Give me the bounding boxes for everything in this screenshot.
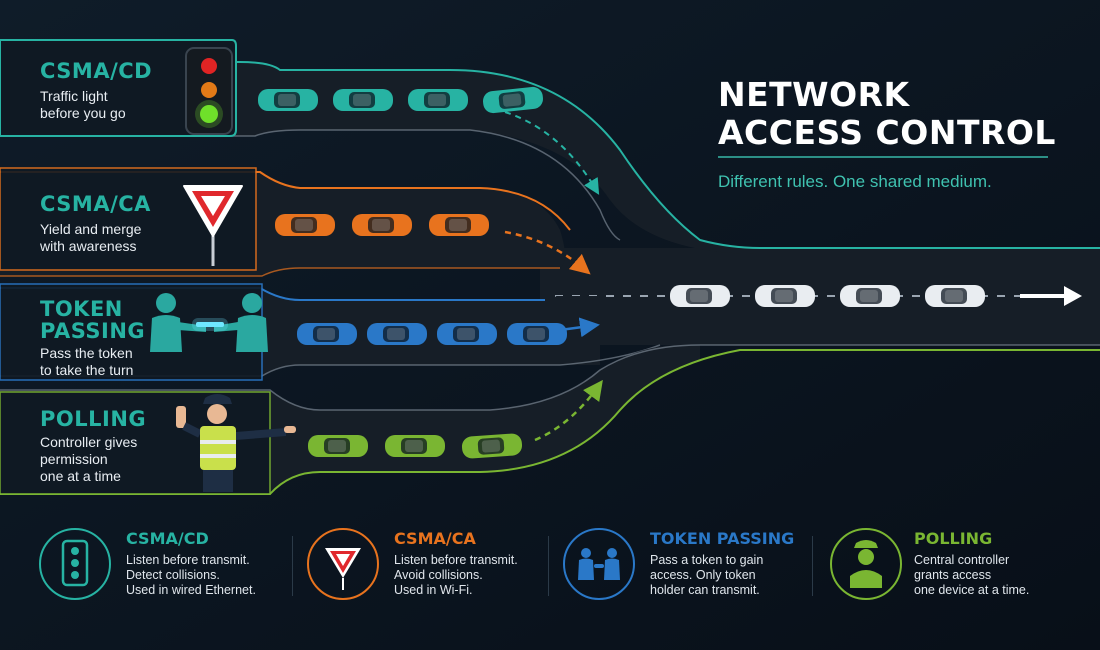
traffic-light-icon bbox=[185, 47, 233, 135]
arrow-csma-cd bbox=[504, 111, 600, 195]
page-subtitle: Different rules. One shared medium. bbox=[718, 172, 992, 191]
lane-description: Controller gives permission one at a tim… bbox=[40, 434, 138, 484]
lane-description: Traffic light before you go bbox=[40, 88, 126, 121]
traffic-controller-icon bbox=[176, 394, 296, 492]
legend-item-csma-ca: CSMA/CA Listen before transmit. Avoid co… bbox=[394, 530, 554, 600]
lane-label-csma-cd: CSMA/CD Traffic light before you go bbox=[40, 60, 152, 122]
legend-heading: CSMA/CA bbox=[394, 529, 476, 548]
lane-label-token-passing: TOKEN PASSING Pass the token to take the… bbox=[40, 298, 145, 379]
legend-item-csma-cd: CSMA/CD Listen before transmit. Detect c… bbox=[126, 530, 286, 600]
lane-border-csma-cd bbox=[0, 61, 1100, 249]
token-passing-icon bbox=[150, 293, 268, 352]
car-token-passing bbox=[437, 323, 497, 345]
car-merged bbox=[925, 285, 985, 307]
lane-border-polling bbox=[0, 349, 1100, 495]
car-merged bbox=[755, 285, 815, 307]
legend-controller-icon bbox=[830, 528, 902, 600]
legend-token-passing-icon bbox=[563, 528, 635, 600]
lane-description: Pass the token to take the turn bbox=[40, 345, 134, 378]
lane-heading: POLLING bbox=[40, 407, 147, 431]
lane-description: Yield and merge with awareness bbox=[40, 221, 142, 254]
legend-heading: TOKEN PASSING bbox=[650, 529, 795, 548]
legend-traffic-light-icon bbox=[39, 528, 111, 600]
lane-label-polling: POLLING Controller gives permission one … bbox=[40, 408, 146, 485]
lane-heading: CSMA/CD bbox=[40, 59, 153, 83]
car-csma-cd bbox=[333, 89, 393, 111]
panel-token-passing bbox=[0, 283, 263, 381]
legend-description: Pass a token to gain access. Only token … bbox=[650, 553, 764, 597]
legend-heading: CSMA/CD bbox=[126, 529, 209, 548]
legend-divider bbox=[812, 536, 813, 596]
car-csma-ca bbox=[429, 214, 489, 236]
lane-heading: TOKEN PASSING bbox=[40, 297, 146, 343]
legend-item-polling: POLLING Central controller grants access… bbox=[914, 530, 1074, 600]
legend-item-token-passing: TOKEN PASSING Pass a token to gain acces… bbox=[650, 530, 810, 600]
lane-border-csma-ca bbox=[0, 171, 571, 231]
legend-description: Central controller grants access one dev… bbox=[914, 553, 1030, 597]
car-csma-ca bbox=[275, 214, 335, 236]
yield-sign-icon bbox=[183, 185, 243, 266]
legend-heading: POLLING bbox=[914, 529, 993, 548]
car-csma-cd bbox=[408, 89, 468, 111]
legend-description: Listen before transmit. Detect collision… bbox=[126, 553, 256, 597]
car-token-passing bbox=[297, 323, 357, 345]
car-token-passing bbox=[367, 323, 427, 345]
car-merged bbox=[670, 285, 730, 307]
car-polling bbox=[308, 435, 368, 457]
arrow-polling bbox=[534, 379, 603, 442]
lane-label-csma-ca: CSMA/CA Yield and merge with awareness bbox=[40, 193, 151, 255]
lane-heading: CSMA/CA bbox=[40, 192, 151, 216]
legend-divider bbox=[292, 536, 293, 596]
merged-road bbox=[540, 248, 1100, 345]
legend-yield-sign-icon bbox=[307, 528, 379, 600]
car-polling bbox=[461, 432, 523, 460]
arrow-csma-ca bbox=[504, 230, 591, 275]
legend-description: Listen before transmit. Avoid collisions… bbox=[394, 553, 518, 597]
arrow-right-icon bbox=[1020, 286, 1082, 306]
legend-divider bbox=[548, 536, 549, 596]
car-csma-cd bbox=[258, 89, 318, 111]
car-csma-ca bbox=[352, 214, 412, 236]
panel-csma-cd bbox=[0, 39, 237, 137]
car-token-passing bbox=[507, 323, 567, 345]
car-polling bbox=[385, 435, 445, 457]
car-merged bbox=[840, 285, 900, 307]
page-title: NETWORK ACCESS CONTROL bbox=[718, 75, 1056, 152]
title-divider bbox=[718, 156, 1048, 158]
